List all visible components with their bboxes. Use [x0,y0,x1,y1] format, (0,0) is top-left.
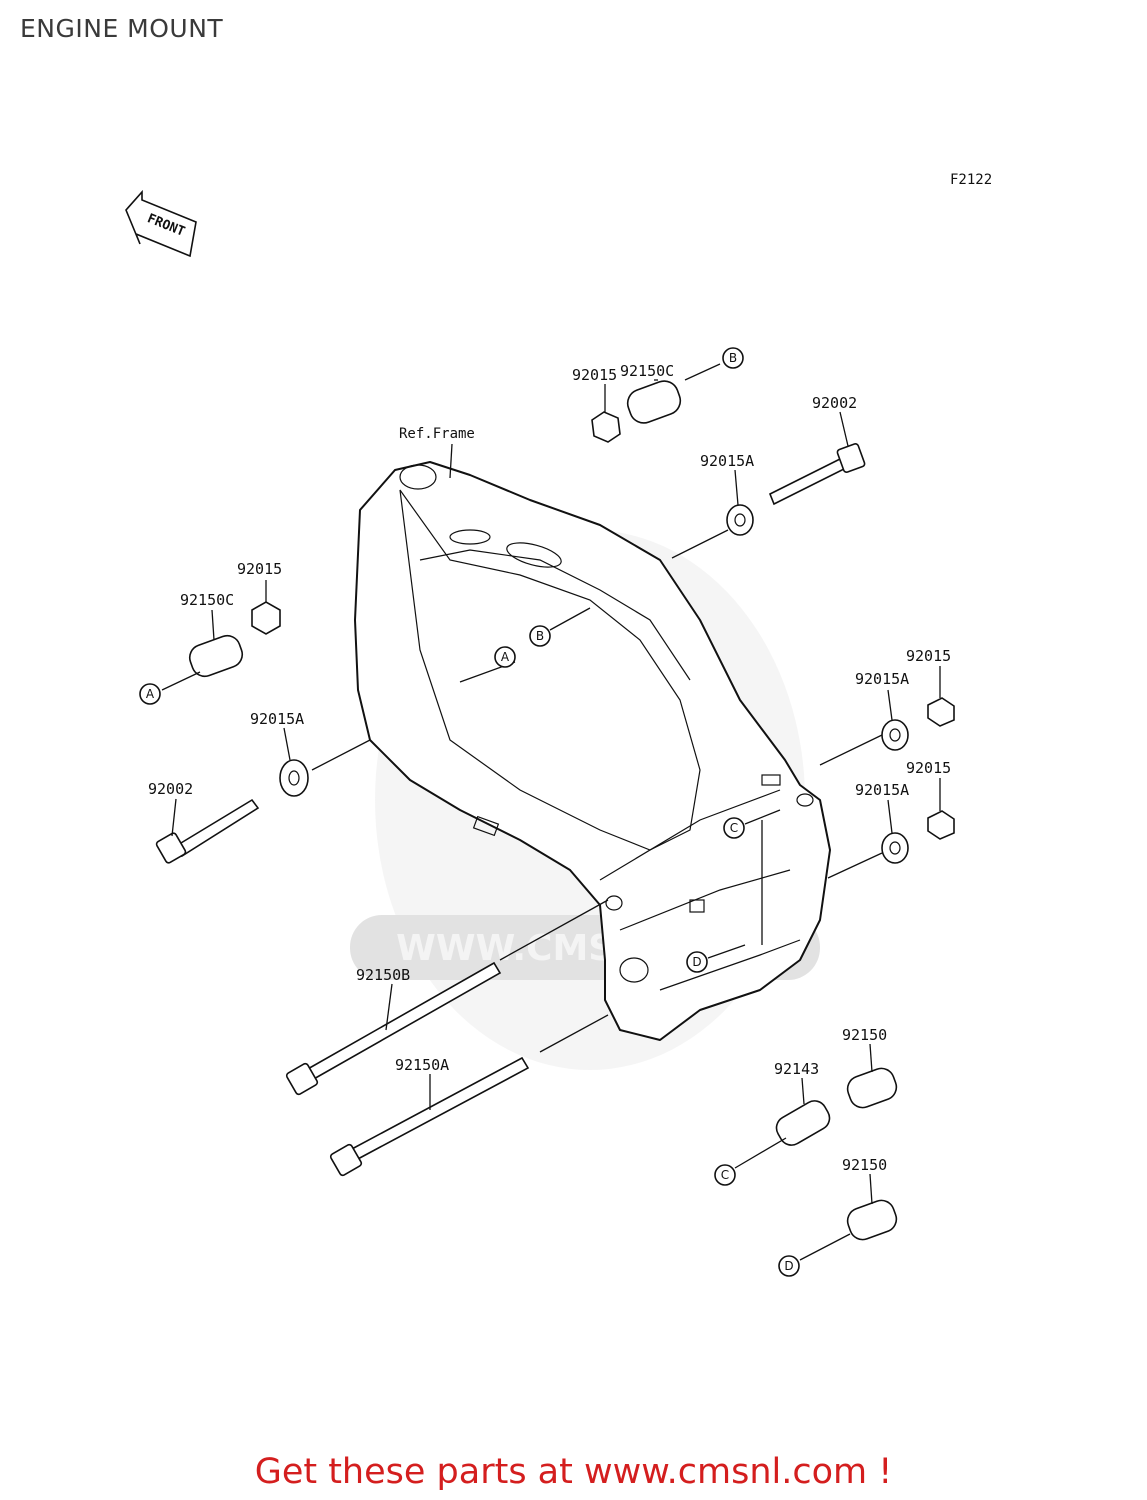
page-title: ENGINE MOUNT [20,14,224,43]
part-label: 92150 [842,1026,887,1044]
part-label: 92015 [237,560,282,578]
part-label: 92150C [620,362,674,380]
part-label: 92015A [250,710,304,728]
marker-d-frame: D [686,951,708,973]
part-label: 92002 [148,780,193,798]
svg-text:A: A [146,687,155,701]
svg-text:B: B [536,629,544,643]
part-92150c-top[interactable] [624,377,684,427]
part-92150c-left[interactable] [186,632,246,680]
svg-text:B: B [729,351,737,365]
part-92015a-right-1[interactable] [881,719,909,751]
part-label: 92015A [855,670,909,688]
part-92002-top[interactable] [768,443,866,506]
front-arrow-icon: FRONT [125,189,197,258]
part-92015a-top[interactable] [726,504,754,536]
part-label: 92002 [812,394,857,412]
part-92143-collar[interactable] [772,1097,834,1150]
part-92015-left[interactable] [251,601,281,635]
marker-b-frame: B [529,625,551,647]
marker-a-left: A [139,683,161,705]
part-label: 92150A [395,1056,449,1074]
part-92015a-left[interactable] [279,759,309,797]
part-label: 92143 [774,1060,819,1078]
marker-c-frame: C [723,817,745,839]
ref-frame-label: Ref.Frame [399,426,475,442]
part-label: 92015 [572,366,617,384]
part-label: 92015A [855,781,909,799]
svg-text:C: C [730,821,738,835]
frame-outline [354,461,831,1041]
part-92150a-bolt[interactable] [329,1056,530,1177]
svg-text:A: A [501,650,510,664]
part-label: 92015 [906,647,951,665]
marker-c-bottom: C [714,1164,736,1186]
marker-a-frame: A [494,646,516,668]
part-label: 92015 [906,759,951,777]
part-92015a-right-2[interactable] [881,832,909,864]
part-label: 92015A [700,452,754,470]
svg-text:C: C [721,1168,729,1182]
figure-code: F2122 [950,172,992,188]
reference-markers: B A B A C D C D [139,347,800,1277]
part-label: 92150C [180,591,234,609]
part-92150b-bolt[interactable] [285,961,502,1096]
marker-d-bottom: D [778,1255,800,1277]
marker-b-top: B [722,347,744,369]
leader-lines [161,363,941,1261]
part-label: 92150B [356,966,410,984]
part-92015-right-2[interactable] [927,810,955,840]
svg-text:D: D [784,1259,793,1273]
part-92002-left[interactable] [155,798,260,864]
svg-text:D: D [692,955,701,969]
part-92015-top[interactable] [591,411,621,443]
part-label: 92150 [842,1156,887,1174]
part-labels: 92150C 92015 92002 92015A 92015 92150C 9… [148,362,951,1174]
part-92150-damper-1[interactable] [844,1065,900,1111]
part-92150-damper-2[interactable] [844,1197,900,1243]
part-92015-right-1[interactable] [927,697,955,727]
footer-link[interactable]: Get these parts at www.cmsnl.com ! [254,1452,893,1492]
